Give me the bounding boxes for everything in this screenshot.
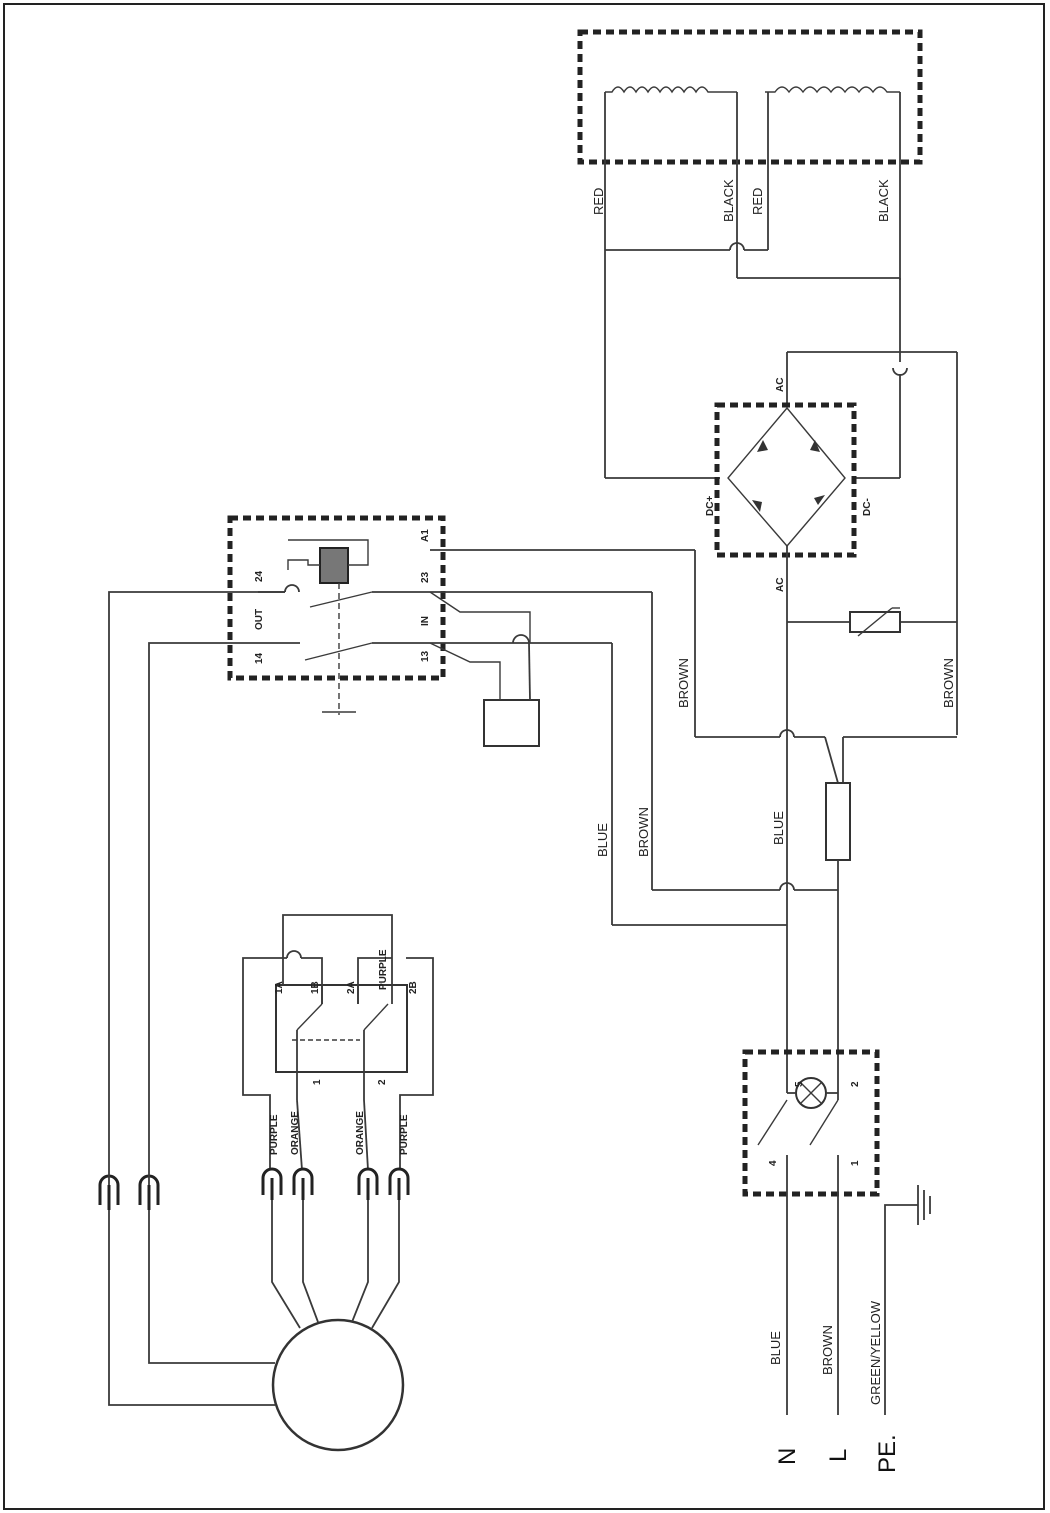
out-wires — [109, 592, 285, 1185]
switch-2a: 2A — [346, 981, 357, 994]
relay-14: 14 — [254, 652, 265, 664]
terminal-pe: PE. — [874, 1434, 901, 1473]
relay-out: OUT — [254, 609, 265, 630]
ground-symbol — [885, 1185, 930, 1415]
bridge-ac-top: AC — [775, 378, 786, 392]
relay-in: IN — [420, 616, 431, 626]
fuse — [825, 737, 850, 1060]
main-switch-1: 1 — [850, 1160, 861, 1166]
motor — [109, 1200, 403, 1450]
label-purple-1: PURPLE — [269, 1114, 280, 1155]
outer-frame — [4, 4, 1044, 1509]
label-orange-1: ORANGE — [290, 1111, 301, 1155]
label-brown-relay: BROWN — [676, 658, 691, 708]
label-red-1: RED — [591, 188, 606, 215]
label-blue-center: BLUE — [771, 811, 786, 845]
label-black-2: BLACK — [876, 179, 891, 222]
relay-a1: A1 — [420, 529, 431, 542]
main-switch-5: 5 — [794, 1081, 805, 1087]
sensor-unit — [430, 592, 539, 746]
coil-box — [580, 32, 920, 280]
switch-purple: PURPLE — [378, 949, 389, 990]
terminal-n: N — [774, 1448, 801, 1465]
relay-24: 24 — [254, 570, 265, 582]
label-brown-left: BROWN — [636, 807, 651, 857]
switch-1: 1 — [312, 1079, 323, 1085]
label-brown-right: BROWN — [941, 658, 956, 708]
bridge-rectifier — [717, 405, 854, 737]
coil-wires — [605, 243, 957, 735]
main-switch-2: 2 — [850, 1081, 861, 1087]
bridge-dc-minus: DC- — [862, 498, 873, 516]
connectors — [100, 1169, 408, 1210]
label-green-yellow-supply: GREEN/YELLOW — [868, 1300, 883, 1405]
main-switch-4: 4 — [768, 1160, 779, 1166]
label-blue-supply: BLUE — [768, 1331, 783, 1365]
terminal-l: L — [825, 1449, 852, 1462]
label-red-2: RED — [750, 188, 765, 215]
label-blue-left: BLUE — [595, 823, 610, 857]
label-orange-2: ORANGE — [355, 1111, 366, 1155]
switch-1b: 1B — [310, 981, 321, 994]
switch-2b: 2B — [408, 981, 419, 994]
bridge-dc-plus: DC+ — [705, 496, 716, 516]
label-black-1: BLACK — [721, 179, 736, 222]
bridge-ac-bottom: AC — [775, 578, 786, 592]
label-brown-supply: BROWN — [820, 1325, 835, 1375]
label-purple-2: PURPLE — [399, 1114, 410, 1155]
relay-13: 13 — [420, 650, 431, 662]
switch-2: 2 — [377, 1079, 388, 1085]
switch-1a: 1A — [274, 981, 285, 994]
main-switch-box — [745, 1052, 877, 1415]
varistor — [787, 608, 957, 636]
relay-23: 23 — [420, 571, 431, 583]
